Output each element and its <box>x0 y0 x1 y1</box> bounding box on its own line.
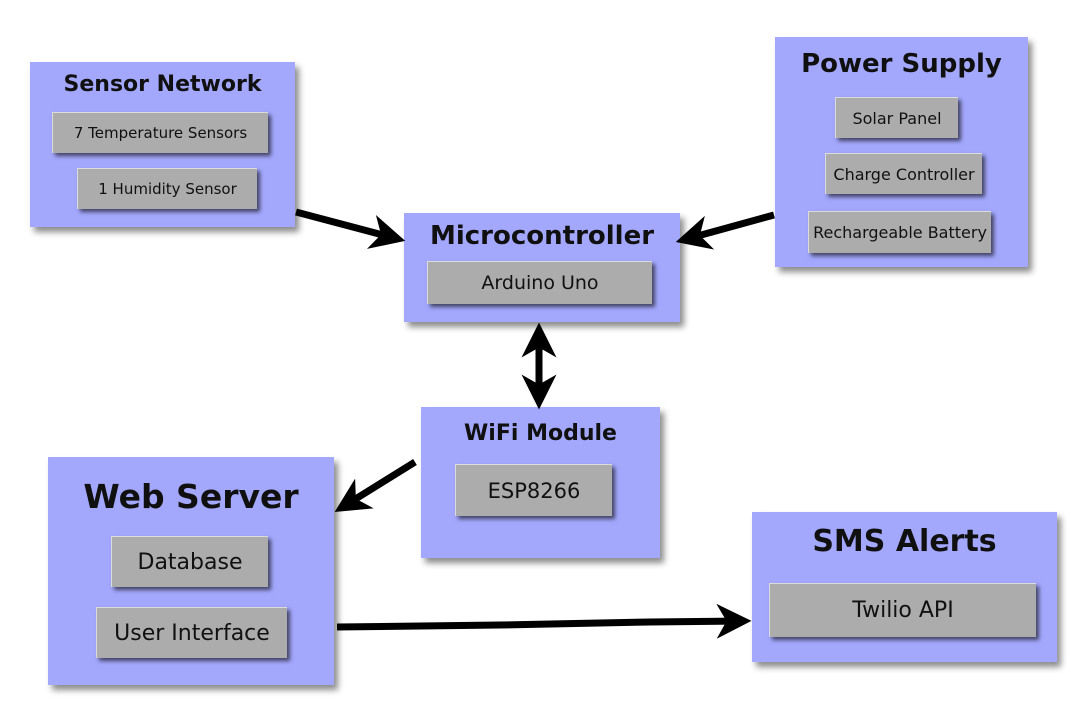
wifi-module-title: WiFi Module <box>464 421 617 446</box>
arrow-wifi-to-web-server <box>334 459 417 512</box>
sensor-network-title: Sensor Network <box>63 72 262 97</box>
humidity-sensor-chip: 1 Humidity Sensor <box>77 168 257 209</box>
user-interface-chip: User Interface <box>96 607 287 658</box>
arrow-power-to-microcontroller <box>675 211 775 250</box>
sms-alerts-title: SMS Alerts <box>812 524 997 559</box>
sms-alerts-panel: SMS Alerts Twilio API <box>752 512 1057 662</box>
wifi-module-panel: WiFi Module ESP8266 <box>421 407 660 558</box>
charge-controller-chip: Charge Controller <box>825 153 982 194</box>
web-server-panel: Web Server Database User Interface <box>48 457 334 685</box>
rechargeable-battery-chip: Rechargeable Battery <box>808 211 991 253</box>
microcontroller-title: Microcontroller <box>429 221 655 251</box>
arduino-uno-chip: Arduino Uno <box>427 261 652 304</box>
web-server-title: Web Server <box>83 477 299 516</box>
temperature-sensors-chip: 7 Temperature Sensors <box>52 112 268 153</box>
arrow-web-server-to-sms <box>336 603 752 639</box>
microcontroller-panel: Microcontroller Arduino Uno <box>404 213 680 322</box>
twilio-api-chip: Twilio API <box>769 583 1036 637</box>
database-chip: Database <box>111 536 268 587</box>
sensor-network-panel: Sensor Network 7 Temperature Sensors 1 H… <box>30 62 295 227</box>
solar-panel-chip: Solar Panel <box>835 97 958 138</box>
power-supply-panel: Power Supply Solar Panel Charge Controll… <box>775 37 1028 267</box>
power-supply-title: Power Supply <box>801 49 1002 79</box>
esp8266-chip: ESP8266 <box>455 464 612 516</box>
arrow-sensors-to-microcontroller <box>295 208 406 249</box>
